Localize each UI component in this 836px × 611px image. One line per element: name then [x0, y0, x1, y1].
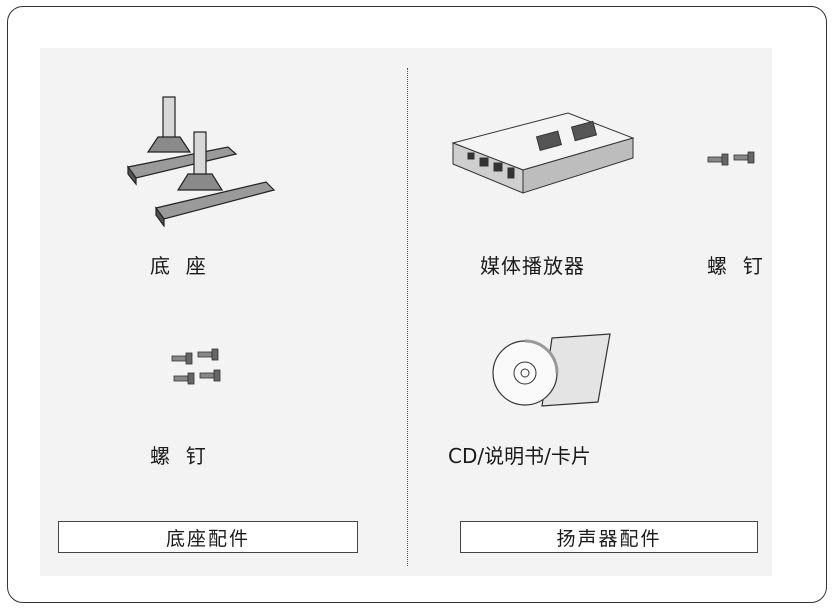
stand-label: 底 座 — [150, 254, 207, 278]
cd-manual-label: CD/说明书/卡片 — [448, 444, 591, 468]
cd-manual-icon — [492, 333, 611, 407]
column-divider — [407, 68, 408, 566]
stand-accessories-box: 底座配件 — [58, 521, 358, 553]
desk-stand-icon — [126, 96, 276, 227]
speaker-accessories-box: 扬声器配件 — [460, 521, 758, 553]
media-player-label: 媒体播放器 — [480, 254, 585, 278]
stand-screws-label: 螺 钉 — [150, 444, 207, 468]
speaker-accessories-label: 扬声器配件 — [556, 527, 662, 550]
stand-accessories-label: 底座配件 — [165, 527, 250, 550]
accessories-panel — [40, 48, 772, 576]
player-screws-icon — [707, 151, 755, 166]
outer-frame — [7, 6, 827, 603]
player-screws-label: 螺 钉 — [707, 254, 764, 278]
stand-screws-icon — [171, 348, 221, 385]
media-player-icon — [451, 112, 635, 194]
